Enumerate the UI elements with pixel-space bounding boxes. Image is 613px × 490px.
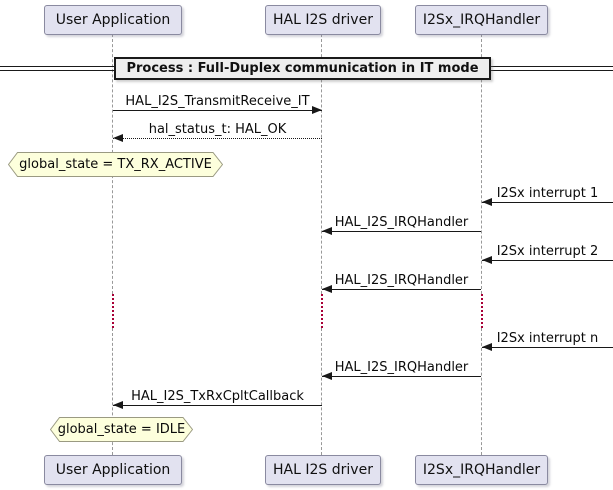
participant-i2sx-irqhandler-top: I2Sx_IRQHandler: [415, 5, 548, 35]
divider-title-box: Process : Full-Duplex communication in I…: [114, 57, 491, 80]
participant-label: User Application: [55, 462, 171, 478]
hexagon-shape-icon: [8, 152, 223, 177]
message-label-interrupt-n: I2Sx interrupt n: [496, 331, 599, 346]
lifeline-hal-i2s-driver: [321, 328, 322, 455]
arrowhead-left-icon: [482, 343, 492, 351]
participant-hal-i2s-driver-bottom: HAL I2S driver: [265, 455, 381, 485]
participant-label: I2Sx_IRQHandler: [422, 12, 541, 28]
lifeline-delay-user-application: [112, 294, 114, 328]
note-label: global_state = IDLE: [57, 422, 186, 437]
message-line: [322, 231, 481, 232]
message-line: [322, 376, 481, 377]
lifeline-i2sx-irqhandler: [481, 34, 482, 294]
participant-label: I2Sx_IRQHandler: [422, 462, 541, 478]
arrowhead-right-icon: [312, 106, 322, 114]
message-label-txrxcpltcallback: HAL_I2S_TxRxCpltCallback: [131, 389, 304, 404]
message-line-dotted: [113, 138, 322, 139]
arrowhead-left-icon: [482, 198, 492, 206]
hexagon-note-idle: global_state = IDLE: [50, 417, 193, 442]
note-label: global_state = TX_RX_ACTIVE: [19, 157, 212, 172]
message-label-interrupt-2: I2Sx interrupt 2: [496, 244, 599, 259]
message-line: [482, 347, 613, 348]
arrowhead-left-icon: [482, 256, 492, 264]
participant-label: HAL I2S driver: [273, 462, 373, 478]
arrowhead-left-icon: [322, 372, 332, 380]
message-label-irqhandler-1: HAL_I2S_IRQHandler: [334, 215, 469, 230]
participant-user-application-top: User Application: [44, 5, 182, 35]
arrowhead-left-icon: [113, 401, 123, 409]
arrowhead-left-icon: [113, 134, 123, 142]
hexagon-note-tx-rx-active: global_state = TX_RX_ACTIVE: [8, 152, 223, 177]
message-line: [113, 110, 322, 111]
message-label-hal-ok: hal_status_t: HAL_OK: [148, 122, 287, 137]
lifeline-delay-i2sx-irqhandler: [481, 294, 483, 328]
message-line: [482, 260, 613, 261]
participant-i2sx-irqhandler-bottom: I2Sx_IRQHandler: [415, 455, 548, 485]
participant-label: User Application: [55, 12, 171, 28]
message-line: [482, 202, 613, 203]
participant-hal-i2s-driver-top: HAL I2S driver: [265, 5, 381, 35]
lifeline-hal-i2s-driver: [321, 34, 322, 294]
message-label-interrupt-1: I2Sx interrupt 1: [496, 186, 599, 201]
message-label-irqhandler-2: HAL_I2S_IRQHandler: [334, 273, 469, 288]
message-line: [113, 405, 322, 406]
participant-label: HAL I2S driver: [273, 12, 373, 28]
lifeline-i2sx-irqhandler: [481, 328, 482, 455]
lifeline-user-application: [112, 328, 113, 455]
lifeline-delay-hal-i2s-driver: [321, 294, 323, 328]
message-label-irqhandler-3: HAL_I2S_IRQHandler: [334, 360, 469, 375]
message-label-transmitreceive: HAL_I2S_TransmitReceive_IT: [125, 94, 310, 109]
participant-user-application-bottom: User Application: [44, 455, 182, 485]
divider-title: Process : Full-Duplex communication in I…: [126, 61, 479, 76]
arrowhead-left-icon: [322, 227, 332, 235]
hexagon-shape-icon: [50, 417, 193, 442]
arrowhead-left-icon: [322, 285, 332, 293]
message-line: [322, 289, 481, 290]
